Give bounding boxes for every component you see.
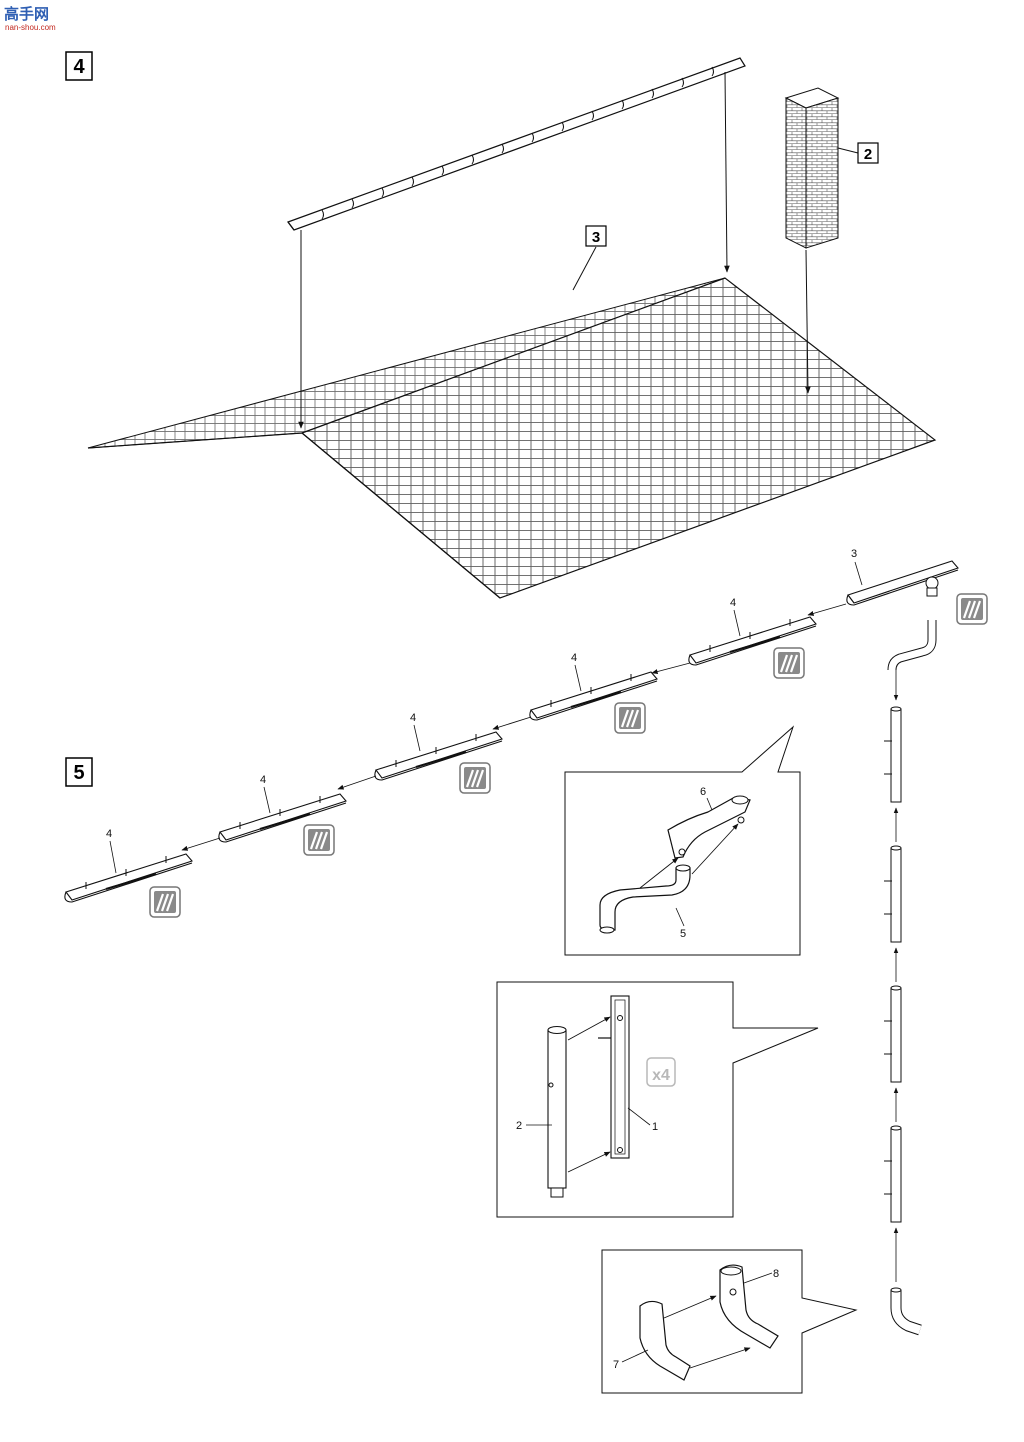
label-gutter-section: 4 xyxy=(260,774,266,786)
downpipe-segment xyxy=(884,1125,902,1223)
label-bracket-6: 6 xyxy=(700,786,706,798)
downpipe-segment xyxy=(884,985,902,1083)
label-bracket-8: 8 xyxy=(773,1268,779,1280)
clamp-strip-1 xyxy=(598,995,630,1159)
gutter-section: 4 xyxy=(688,597,817,679)
label-clamp-1: 1 xyxy=(652,1121,658,1133)
pipe-2 xyxy=(547,1026,567,1198)
detail-box-pipe-clamp: 2 1 x4 xyxy=(496,981,819,1218)
watermark-logo: 高手网 nan-shou.com xyxy=(4,5,56,32)
label-elbow-5: 5 xyxy=(680,928,686,940)
assembly-arrows xyxy=(298,71,811,429)
gutter-arrows xyxy=(181,603,847,851)
label-pipe-2: 2 xyxy=(516,1120,522,1132)
gutter-sections: 4 4 4 xyxy=(64,597,817,918)
chimney xyxy=(784,87,840,249)
glue-icon xyxy=(149,886,181,918)
quantity-x4-badge: x4 xyxy=(646,1057,676,1087)
step-4-number: 4 xyxy=(73,56,85,78)
callout-chimney-number: 2 xyxy=(864,146,872,163)
label-gutter-end: 3 xyxy=(851,548,857,560)
callout-roof: 3 xyxy=(572,225,607,291)
label-gutter-section: 4 xyxy=(571,652,577,664)
gutter-end-piece: 3 xyxy=(846,548,959,606)
label-gutter-section: 4 xyxy=(106,828,112,840)
glue-icon xyxy=(773,647,805,679)
watermark-site: nan-shou.com xyxy=(5,23,56,32)
downpipe-segment xyxy=(884,706,902,803)
label-shoe-7: 7 xyxy=(613,1359,619,1371)
detail-box-shoe: 7 8 xyxy=(601,1249,858,1394)
gutter-section: 4 xyxy=(64,828,193,918)
callout-roof-number: 3 xyxy=(592,229,600,246)
label-gutter-section: 4 xyxy=(410,712,416,724)
quantity-x4-text: x4 xyxy=(652,1067,670,1084)
downpipe-segment xyxy=(884,845,902,943)
callout-chimney: 2 xyxy=(837,142,879,164)
step-4-badge: 4 xyxy=(65,51,93,81)
detail-box-bracket: 6 5 xyxy=(564,725,801,956)
step-5-number: 5 xyxy=(73,762,84,784)
glue-icon xyxy=(614,702,646,734)
glue-icon xyxy=(956,593,988,625)
glue-icon xyxy=(459,762,491,794)
ridge-cap xyxy=(287,57,746,231)
gutter-section: 4 xyxy=(218,774,347,856)
downpipe-column xyxy=(884,620,937,1336)
gutter-section: 4 xyxy=(374,712,503,794)
glue-icon xyxy=(303,824,335,856)
gutter-section: 4 xyxy=(529,652,658,734)
label-gutter-section: 4 xyxy=(730,597,736,609)
step-5-badge: 5 xyxy=(65,757,93,787)
watermark-brand: 高手网 xyxy=(4,5,49,23)
roof xyxy=(87,277,937,599)
